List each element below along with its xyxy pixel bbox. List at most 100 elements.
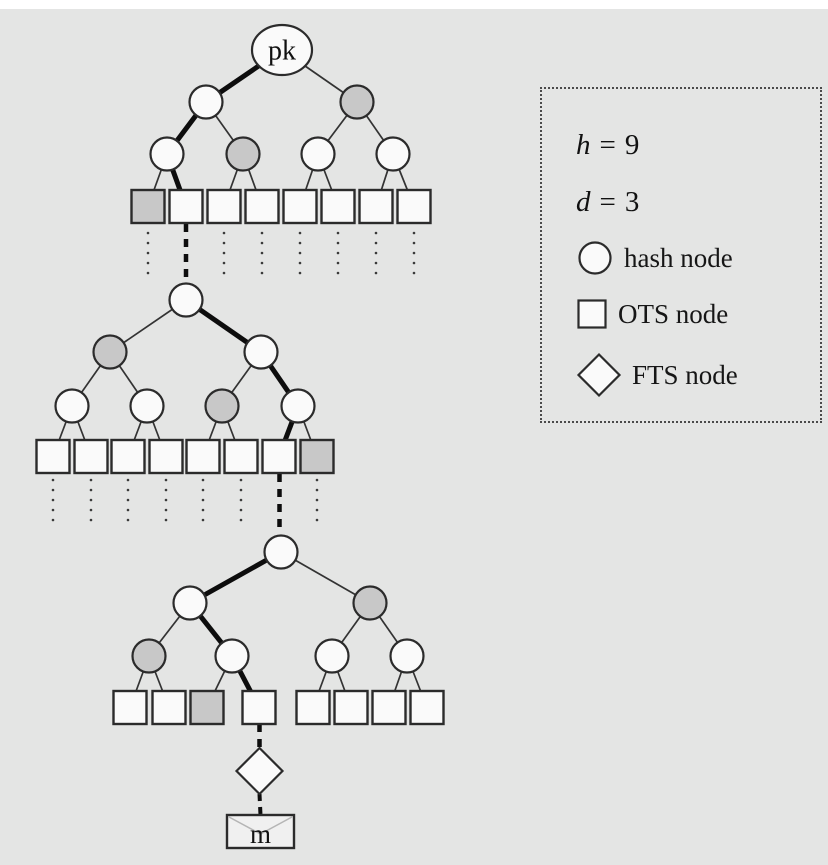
hash-node	[92, 334, 128, 370]
continuation-dots	[51, 488, 55, 492]
continuation-dots	[89, 508, 93, 512]
continuation-dots	[126, 518, 130, 522]
continuation-dots	[336, 261, 340, 265]
ots-node	[333, 689, 369, 726]
continuation-dots	[260, 231, 264, 235]
continuation-dots	[164, 508, 168, 512]
continuation-dots	[126, 488, 130, 492]
ots-node	[299, 438, 335, 475]
continuation-dots	[260, 251, 264, 255]
continuation-dots	[374, 251, 378, 255]
ots-node	[320, 188, 356, 225]
ots-node	[358, 188, 394, 225]
continuation-dots	[146, 271, 150, 275]
ots-node	[241, 689, 277, 726]
continuation-dots	[412, 261, 416, 265]
hash-node	[339, 84, 375, 120]
continuation-dots	[146, 241, 150, 245]
continuation-dots	[298, 231, 302, 235]
hash-node	[280, 388, 316, 424]
continuation-dots	[146, 251, 150, 255]
ots-node	[295, 689, 331, 726]
continuation-dots	[222, 231, 226, 235]
continuation-dots	[201, 478, 205, 482]
continuation-dots	[126, 508, 130, 512]
fts-node-icon	[576, 352, 622, 398]
tree-connector	[257, 793, 263, 816]
legend-param-d: d = 3	[576, 186, 639, 219]
ots-node	[371, 689, 407, 726]
hash-node	[204, 388, 240, 424]
continuation-dots	[260, 241, 264, 245]
legend-param-h: h = 9	[576, 129, 639, 162]
legend-box: h = 9 d = 3 hash node OTS node FTS node	[540, 87, 822, 423]
ots-node	[282, 188, 318, 225]
hash-node	[314, 638, 350, 674]
ots-node	[189, 689, 225, 726]
ots-node	[151, 689, 187, 726]
ots-node	[206, 188, 242, 225]
continuation-dots	[412, 241, 416, 245]
hash-node	[129, 388, 165, 424]
legend-label: OTS node	[618, 298, 729, 329]
continuation-dots	[51, 478, 55, 482]
continuation-dots	[222, 261, 226, 265]
continuation-dots	[412, 231, 416, 235]
hash-node	[243, 334, 279, 370]
ots-node	[244, 188, 280, 225]
continuation-dots	[201, 508, 205, 512]
continuation-dots	[336, 241, 340, 245]
ots-node	[223, 438, 259, 475]
public-key-label: pk	[268, 36, 296, 67]
continuation-dots	[315, 518, 319, 522]
ots-node	[168, 188, 204, 225]
ots-node	[110, 438, 146, 475]
public-key-node	[250, 23, 314, 77]
hash-node	[300, 136, 336, 172]
param-h-value: 9	[624, 129, 640, 161]
param-d-value: 3	[624, 186, 640, 218]
continuation-dots	[315, 478, 319, 482]
continuation-dots	[51, 508, 55, 512]
continuation-dots	[222, 251, 226, 255]
continuation-dots	[126, 478, 130, 482]
hash-node	[188, 84, 224, 120]
ots-node	[112, 689, 148, 726]
message-envelope	[225, 813, 296, 850]
fts-node	[234, 746, 285, 796]
continuation-dots	[239, 488, 243, 492]
hash-node	[149, 136, 185, 172]
hash-node	[389, 638, 425, 674]
continuation-dots	[126, 498, 130, 502]
continuation-dots	[374, 241, 378, 245]
ots-node	[148, 438, 184, 475]
param-d-equals: =	[599, 186, 616, 218]
ots-node	[130, 188, 166, 225]
continuation-dots	[164, 488, 168, 492]
continuation-dots	[374, 271, 378, 275]
continuation-dots	[51, 518, 55, 522]
continuation-dots	[315, 498, 319, 502]
continuation-dots	[164, 478, 168, 482]
continuation-dots	[239, 478, 243, 482]
hash-node	[172, 585, 208, 621]
continuation-dots	[260, 261, 264, 265]
continuation-dots	[239, 518, 243, 522]
continuation-dots	[374, 261, 378, 265]
continuation-dots	[146, 261, 150, 265]
continuation-dots	[201, 488, 205, 492]
hash-node	[54, 388, 90, 424]
ots-node-icon	[577, 299, 607, 329]
ots-node	[261, 438, 297, 475]
continuation-dots	[298, 261, 302, 265]
continuation-dots	[239, 508, 243, 512]
param-h-var: h	[576, 129, 591, 161]
continuation-dots	[164, 518, 168, 522]
hash-node	[263, 534, 299, 570]
continuation-dots	[298, 241, 302, 245]
continuation-dots	[89, 488, 93, 492]
continuation-dots	[51, 498, 55, 502]
continuation-dots	[412, 271, 416, 275]
hash-node	[375, 136, 411, 172]
